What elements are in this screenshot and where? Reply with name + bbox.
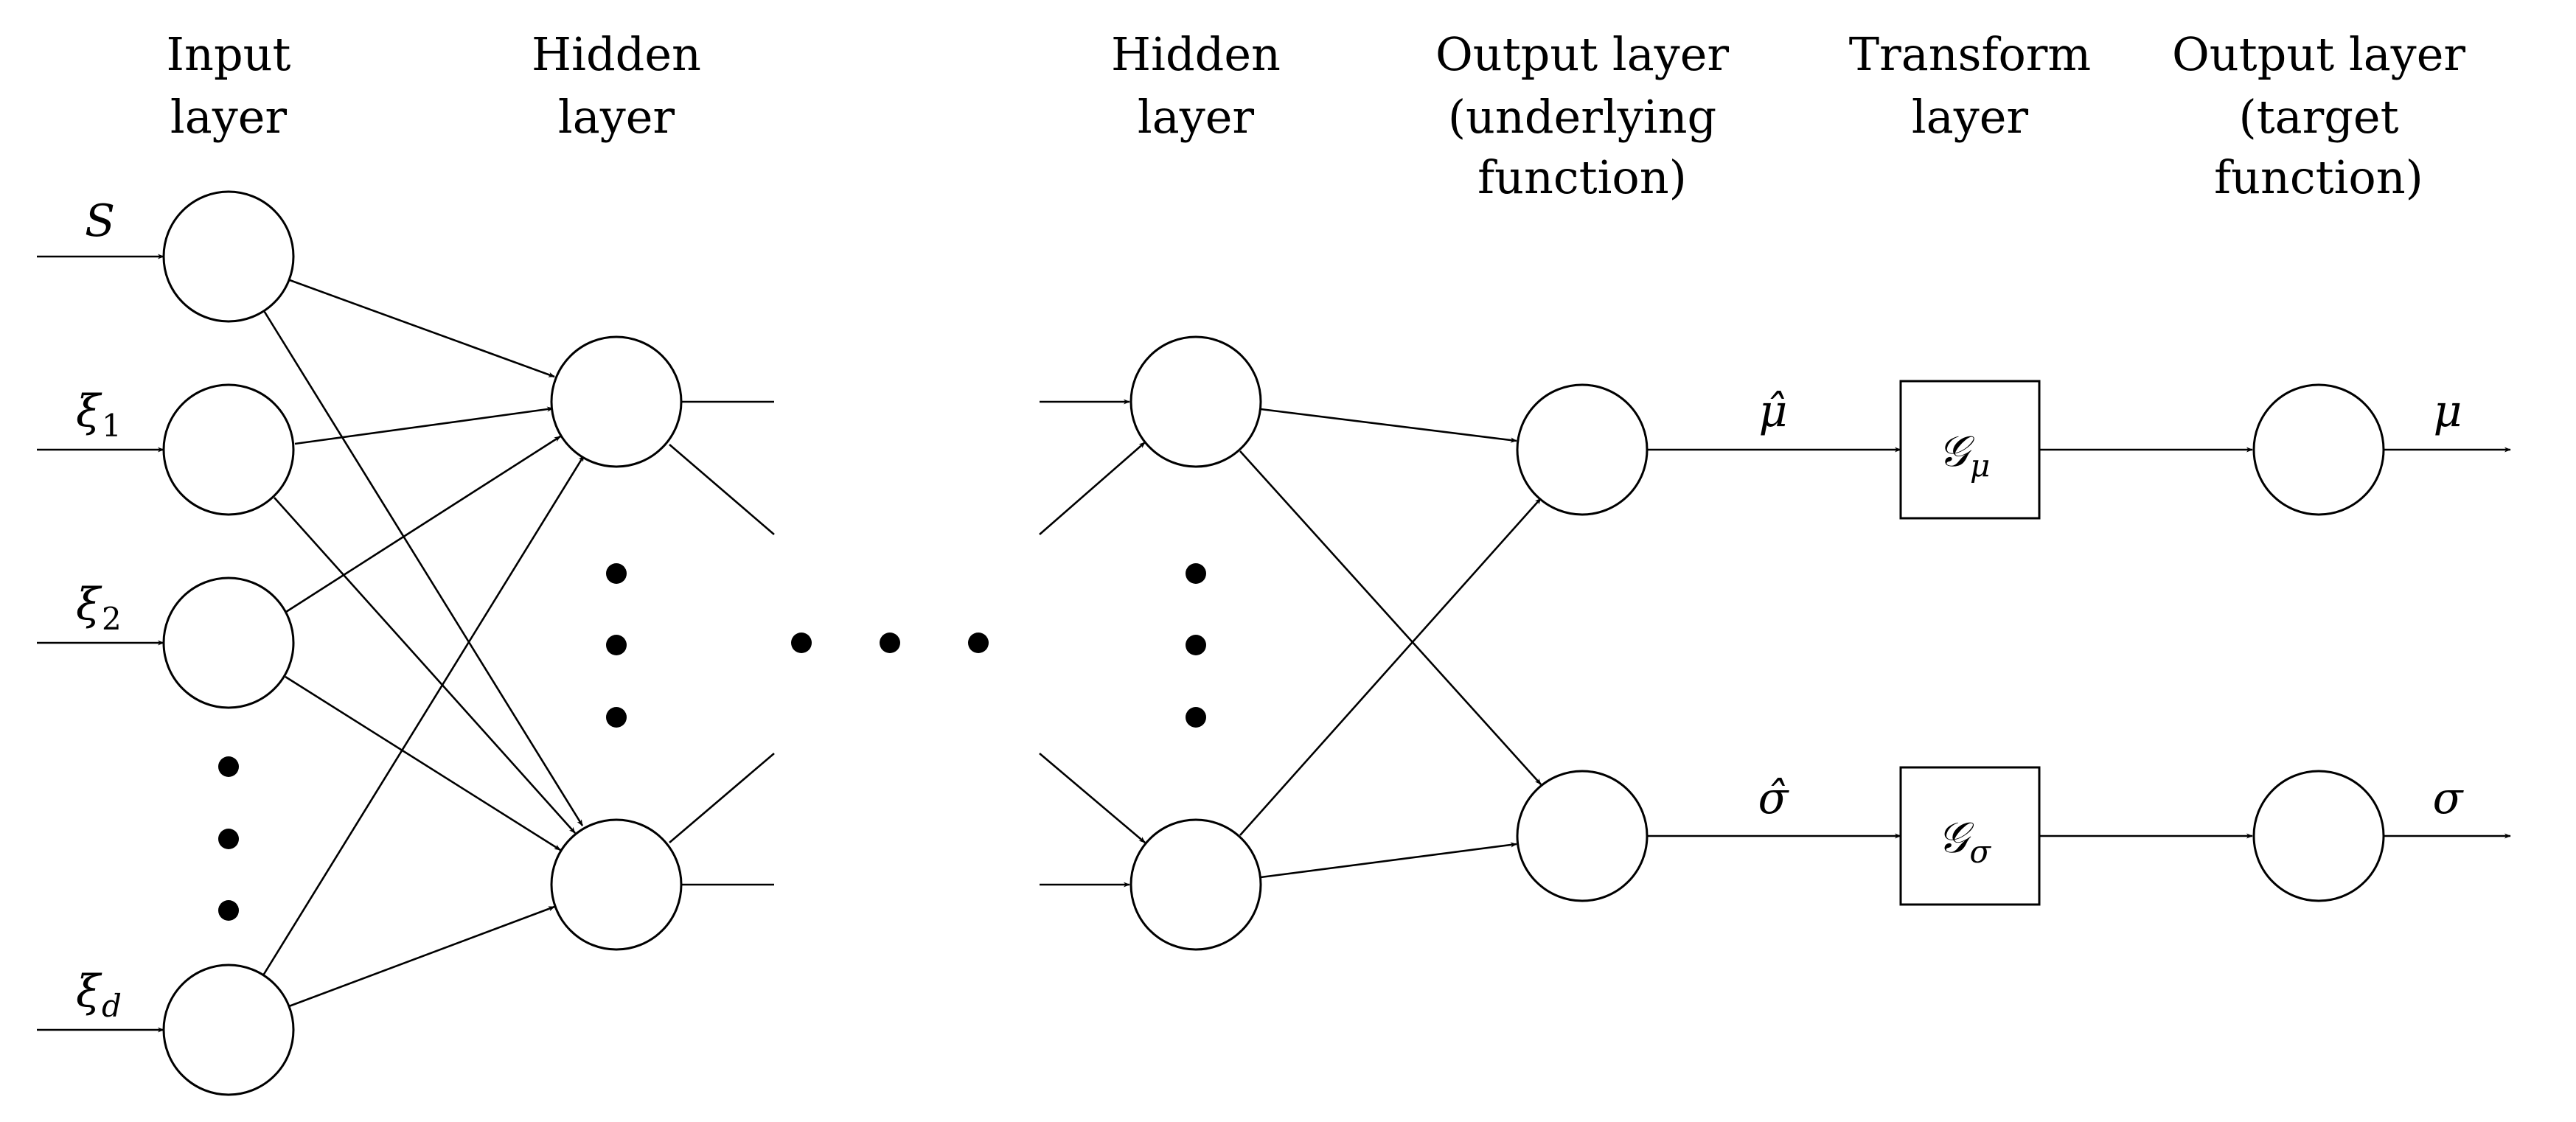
label-mu-hat: μ̂ [1759, 386, 1788, 437]
edge-s-h1top [289, 279, 555, 378]
header-hidden1-line1: Hidden [532, 27, 701, 81]
edges-hidden2-to-underlying [1239, 408, 1542, 879]
ellipsis-dot [880, 633, 900, 653]
arrow-into-h2top-diag [1039, 442, 1146, 535]
target-output-nodes [2252, 383, 2385, 902]
stub-h1top-down [669, 444, 775, 535]
edge-xid-h1top [262, 455, 585, 976]
arrow-into-h2bottom-diag [1039, 753, 1146, 843]
header-transform-line2: layer [1912, 90, 2029, 144]
label-sigma: σ [2433, 773, 2465, 824]
ellipsis-dot [1186, 635, 1206, 655]
node-input-xi1 [162, 383, 295, 516]
header-transform-layer: Transform layer [1849, 27, 2091, 144]
node-hidden2-top [1129, 335, 1262, 468]
box-transform-mu [1899, 380, 2041, 520]
header-hidden2-line1: Hidden [1111, 27, 1281, 81]
edge-xi2-h1top [285, 435, 561, 613]
header-hidden1-line2: layer [558, 90, 675, 144]
hidden2-incoming-arrows [1039, 399, 1146, 888]
header-underlying-line3: function) [1477, 150, 1687, 204]
node-input-xi2 [162, 576, 295, 709]
header-transform-line1: Transform [1849, 27, 2091, 81]
node-hidden1-top [550, 335, 683, 468]
ellipsis-dot [968, 633, 989, 653]
hidden1-outgoing-stubs [669, 400, 775, 886]
ellipsis-dot [218, 829, 239, 849]
node-target-sigma [2252, 770, 2385, 902]
stub-h1bottom-up [669, 753, 775, 843]
header-input-line2: layer [170, 90, 288, 144]
node-input-xid [162, 964, 295, 1096]
node-input-s [162, 190, 295, 323]
transform-layer-boxes: 𝒢μ 𝒢σ [1899, 380, 2041, 906]
node-underlying-mu-hat [1516, 383, 1649, 516]
header-target-line2: (target [2239, 90, 2399, 144]
edge-h2top-sigmahat [1239, 450, 1542, 785]
input-label-xi2: ξ2 [76, 579, 122, 637]
edge-h2bottom-sigmahat [1260, 842, 1517, 879]
header-input-layer: Input layer [167, 27, 291, 144]
header-underlying-output-layer: Output layer (underlying function) [1435, 27, 1729, 204]
ellipsis-dot [606, 563, 627, 584]
input-layer-nodes [162, 190, 295, 1096]
edge-h2bottom-muhat [1239, 498, 1542, 836]
ellipsis-dot [218, 900, 239, 921]
edge-xi1-h1bottom [274, 497, 576, 834]
header-underlying-line1: Output layer [1435, 27, 1729, 81]
input-labels: S ξ1 ξ2 ξd [76, 195, 122, 1024]
ellipsis-horizontal-layers [791, 633, 989, 653]
output-arrows [1647, 447, 2511, 839]
edge-xid-h1bottom [288, 905, 555, 1008]
label-sigma-hat: σ̂ [1758, 773, 1790, 824]
ellipsis-dot [1186, 563, 1206, 584]
header-target-line3: function) [2214, 150, 2423, 204]
underlying-output-nodes [1516, 383, 1649, 902]
node-hidden2-bottom [1129, 818, 1262, 951]
ellipsis-dot [1186, 707, 1206, 728]
node-underlying-sigma-hat [1516, 770, 1649, 902]
ellipsis-dot [791, 633, 812, 653]
ellipsis-input-vertical [218, 756, 239, 921]
ellipsis-dot [606, 707, 627, 728]
node-hidden1-bottom [550, 818, 683, 951]
hidden-layer-1-nodes [550, 335, 683, 951]
edge-xi1-h1top [294, 406, 554, 445]
input-label-xi1: ξ1 [76, 386, 122, 444]
edge-h2top-muhat [1260, 408, 1517, 443]
input-label-xid: ξd [76, 966, 122, 1024]
node-target-mu [2252, 383, 2385, 516]
ellipsis-dot [606, 635, 627, 655]
ellipsis-hidden2-vertical [1186, 563, 1206, 728]
header-target-output-layer: Output layer (target function) [2172, 27, 2465, 204]
input-arrows [37, 254, 164, 1033]
header-hidden2-line2: layer [1138, 90, 1255, 144]
edges-input-to-hidden1 [262, 279, 585, 1008]
ellipsis-dot [218, 756, 239, 777]
edge-xi2-h1bottom [285, 675, 561, 851]
header-hidden-layer-2: Hidden layer [1111, 27, 1281, 144]
header-hidden-layer-1: Hidden layer [532, 27, 701, 144]
hidden-layer-2-nodes [1129, 335, 1262, 951]
header-input-line1: Input [167, 27, 291, 81]
box-transform-sigma [1899, 766, 2041, 906]
header-target-line1: Output layer [2172, 27, 2465, 81]
output-labels: μ̂ σ̂ μ σ [1758, 386, 2465, 824]
label-mu: μ [2434, 386, 2462, 437]
header-underlying-line2: (underlying [1448, 90, 1716, 144]
input-label-s: S [85, 195, 115, 247]
ellipsis-hidden1-vertical [606, 563, 627, 728]
edge-s-h1bottom [262, 309, 584, 826]
